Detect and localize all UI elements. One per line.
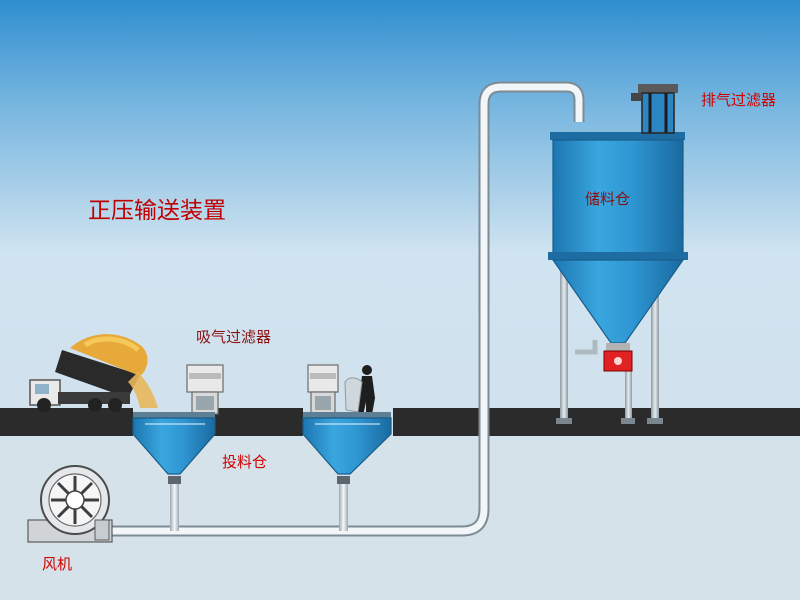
ground-right (393, 408, 800, 436)
diagram-title: 正压输送装置 (88, 198, 226, 224)
suction-filter-unit-2 (307, 364, 339, 415)
blower (27, 465, 113, 543)
feed-hopper-1 (132, 412, 216, 475)
exhaust-filter-label: 排气过滤器 (701, 91, 777, 109)
dump-truck (29, 334, 158, 412)
ground-left (0, 408, 133, 436)
feed-hopper-2 (302, 412, 392, 475)
storage-silo-label: 储料仓 (585, 190, 631, 208)
exhaust-filter-unit (631, 84, 678, 134)
blower-label: 风机 (42, 555, 73, 573)
ground-middle (213, 408, 303, 436)
conveying-pipe (105, 81, 585, 537)
suction-filter-unit-1 (186, 364, 224, 415)
suction-filter-label: 吸气过滤器 (196, 328, 272, 346)
feed-hopper-label: 投料仓 (222, 453, 268, 471)
worker-figure (344, 365, 375, 420)
lower-background (0, 440, 800, 600)
storage-silo (548, 132, 688, 424)
